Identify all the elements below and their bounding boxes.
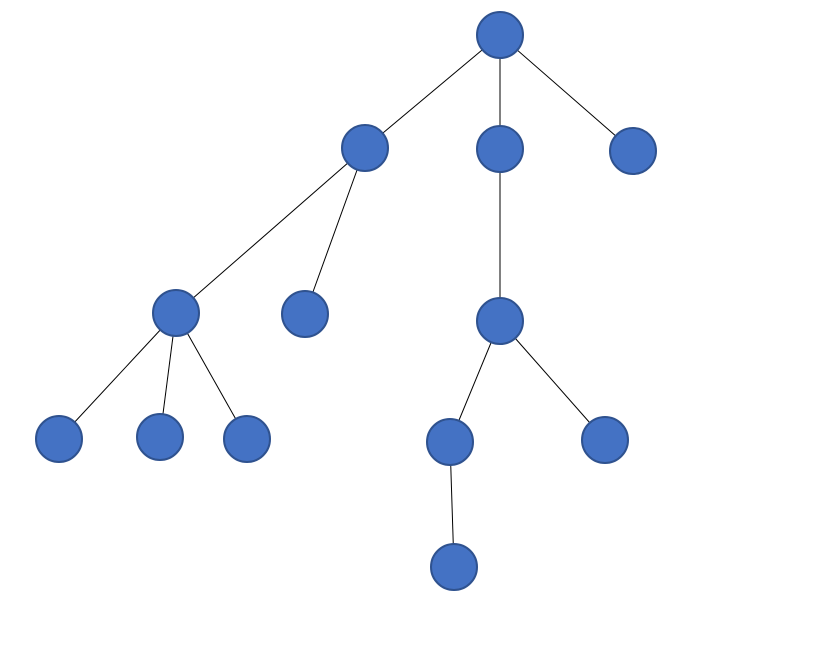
tree-node-n5 (152, 289, 200, 337)
edge-n1-n2 (364, 34, 501, 149)
edges-layer (58, 34, 634, 568)
edge-n5-n8 (58, 312, 177, 440)
edge-n5-n10 (175, 312, 248, 440)
tree-node-n2 (341, 124, 389, 172)
tree-node-n11 (426, 418, 474, 466)
nodes-layer (35, 11, 657, 591)
tree-node-n8 (35, 415, 83, 463)
tree-node-n7 (476, 297, 524, 345)
tree-node-n9 (136, 413, 184, 461)
tree-node-n12 (581, 416, 629, 464)
tree-node-n3 (476, 125, 524, 173)
edge-n2-n5 (175, 147, 366, 314)
edge-n2-n6 (304, 147, 366, 315)
edge-n7-n12 (499, 320, 606, 441)
tree-node-n6 (281, 290, 329, 338)
tree-node-n10 (223, 415, 271, 463)
edge-n1-n4 (499, 34, 634, 152)
tree-node-n1 (476, 11, 524, 59)
tree-node-n13 (430, 543, 478, 591)
tree-node-n4 (609, 127, 657, 175)
